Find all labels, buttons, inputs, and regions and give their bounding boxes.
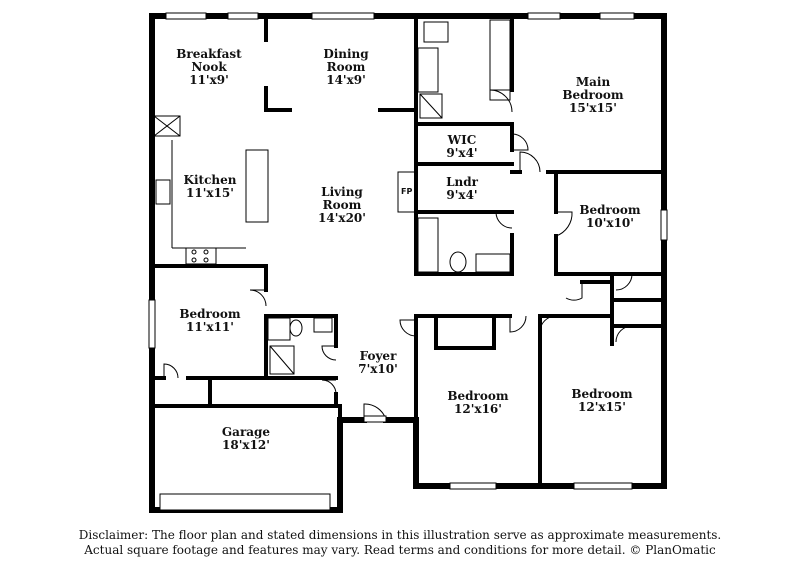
room-name: Lndr [446, 175, 478, 189]
room-bedroom-center: Bedroom 12'x16' [438, 390, 518, 416]
room-bedroom-se: Bedroom 12'x15' [562, 388, 642, 414]
room-name: Main Bedroom [562, 75, 624, 102]
room-name: Kitchen [183, 173, 237, 187]
room-name: Bedroom [571, 387, 633, 401]
room-name: Garage [221, 425, 271, 439]
room-name: Bedroom [447, 389, 509, 403]
doors [163, 89, 633, 423]
room-dining: Dining Room 14'x9' [306, 48, 386, 87]
room-dimensions: 11'x9' [189, 73, 229, 87]
fireplace-label: FP [401, 187, 413, 196]
room-dimensions: 10'x10' [586, 216, 634, 230]
room-dimensions: 9'x4' [446, 188, 478, 202]
disclaimer-line-1: Disclaimer: The floor plan and stated di… [78, 528, 722, 542]
room-living: Living Room 14'x20' [300, 186, 384, 225]
room-name: Foyer [359, 349, 397, 363]
room-dimensions: 15'x15' [569, 101, 617, 115]
disclaimer-line-2: Actual square footage and features may v… [84, 543, 716, 557]
room-dimensions: 14'x20' [318, 211, 366, 225]
room-main-bedroom: Main Bedroom 15'x15' [548, 76, 638, 115]
room-name: Living Room [321, 185, 363, 212]
room-dimensions: 12'x15' [578, 400, 626, 414]
room-bedroom-left: Bedroom 11'x11' [168, 308, 252, 334]
room-garage: Garage 18'x12' [206, 426, 286, 452]
room-name: WIC [447, 133, 477, 147]
room-name: Bedroom [179, 307, 241, 321]
room-kitchen: Kitchen 11'x15' [176, 174, 244, 200]
room-name: Dining Room [323, 47, 369, 74]
fixtures [153, 19, 511, 375]
room-dimensions: 9'x4' [446, 146, 478, 160]
room-laundry: Lndr 9'x4' [434, 176, 490, 202]
room-dimensions: 18'x12' [222, 438, 270, 452]
room-breakfast-nook: Breakfast Nook 11'x9' [164, 48, 254, 87]
room-dimensions: 11'x11' [186, 320, 234, 334]
room-dimensions: 14'x9' [326, 73, 366, 87]
room-bedroom-right: Bedroom 10'x10' [570, 204, 650, 230]
interior-walls [150, 14, 666, 488]
room-name: Bedroom [579, 203, 641, 217]
room-dimensions: 12'x16' [454, 402, 502, 416]
room-dimensions: 7'x10' [358, 362, 398, 376]
room-wic: WIC 9'x4' [434, 134, 490, 160]
room-dimensions: 11'x15' [186, 186, 234, 200]
room-foyer: Foyer 7'x10' [350, 350, 406, 376]
windows [148, 12, 668, 511]
room-name: Breakfast Nook [176, 47, 242, 74]
